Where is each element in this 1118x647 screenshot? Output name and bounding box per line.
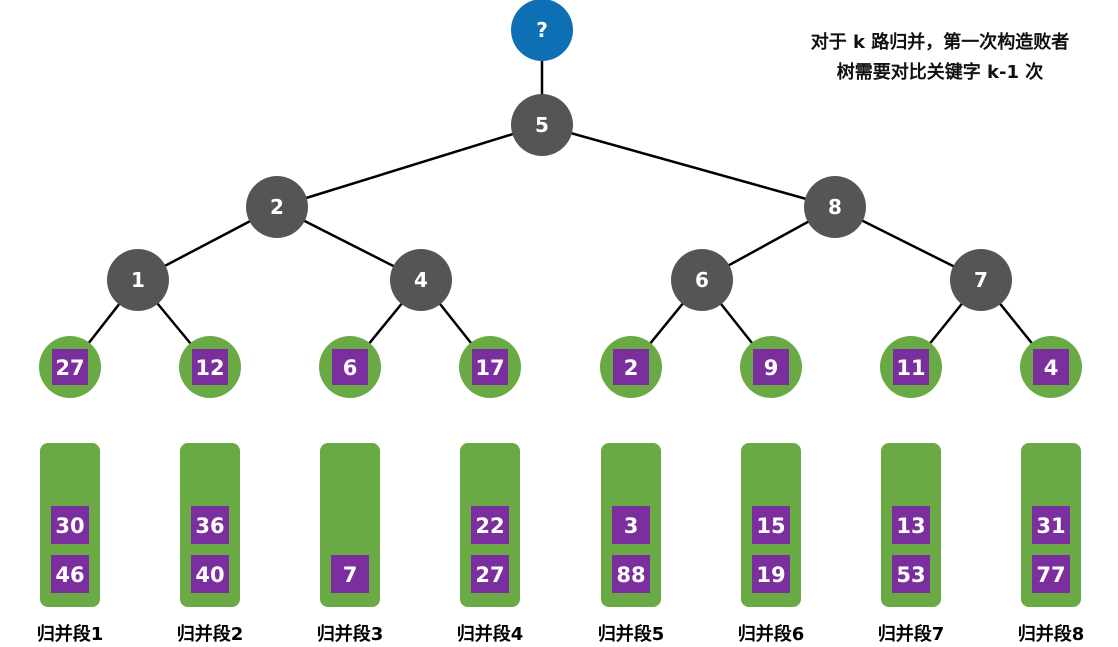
tree-node-label: 8 (828, 195, 842, 219)
segment-label: 归并段8 (1018, 623, 1085, 645)
segment-key-box (1032, 555, 1070, 593)
segment-key-box (471, 506, 509, 544)
merge-segments: 30 46 归并段1 36 40 归并段2 7 归并段3 22 27 归并段4 3 88 归并段5 15 19… (37, 443, 1085, 645)
segment-label: 归并段2 (177, 623, 244, 645)
leaf-key-box (192, 349, 228, 385)
segment-key: 31 (1036, 514, 1065, 538)
segment-key-box (191, 506, 229, 544)
root-node (511, 0, 573, 61)
tree-node (950, 249, 1012, 311)
segment-key-box (612, 506, 650, 544)
segment-key-box (752, 555, 790, 593)
segment-key: 13 (896, 514, 925, 538)
segment-label: 归并段6 (738, 623, 805, 645)
tree-node (804, 176, 866, 238)
segment-key: 88 (616, 563, 645, 587)
tree-node (246, 176, 308, 238)
tree-node (511, 94, 573, 156)
leaf-key: 17 (475, 356, 504, 380)
leaf-key: 9 (764, 356, 779, 380)
segment-label: 归并段4 (457, 623, 524, 645)
segment-key: 19 (756, 563, 785, 587)
segment-key: 36 (195, 514, 224, 538)
segment-key: 77 (1036, 563, 1065, 587)
segment-key-box (612, 555, 650, 593)
segment-key: 46 (55, 563, 84, 587)
segment-key-box (892, 506, 930, 544)
segment-key-box (51, 555, 89, 593)
leaf-key: 2 (624, 356, 639, 380)
segment-label: 归并段5 (598, 623, 665, 645)
tree-node (107, 249, 169, 311)
segment-key-box (892, 555, 930, 593)
leaf-key: 4 (1044, 356, 1059, 380)
segment-label: 归并段3 (317, 623, 384, 645)
segment-key: 15 (756, 514, 785, 538)
leaf-key-box (332, 349, 368, 385)
leaf-key-box (753, 349, 789, 385)
segment-key-box (752, 506, 790, 544)
segment-key: 3 (624, 514, 639, 538)
tree-node (390, 249, 452, 311)
leaf-key-box (613, 349, 649, 385)
segment-key-box (51, 506, 89, 544)
tree-node-label: 7 (974, 268, 988, 292)
leaf-key-box (893, 349, 929, 385)
segment-key: 7 (343, 563, 358, 587)
segment-key: 30 (55, 514, 84, 538)
tree-node-label: 5 (535, 113, 549, 137)
annotation-note: 对于 k 路归并，第一次构造败者 树需要对比关键字 k-1 次 (770, 28, 1110, 88)
segment-label: 归并段1 (37, 623, 104, 645)
leaf-key: 11 (896, 356, 925, 380)
tree-node-label: 4 (414, 268, 428, 292)
segment-label: 归并段7 (878, 623, 945, 645)
segment-key: 22 (475, 514, 504, 538)
segment-key: 27 (475, 563, 504, 587)
leaf-key: 12 (195, 356, 224, 380)
segment-key-box (1032, 506, 1070, 544)
edge (276, 123, 543, 209)
segment-key-box (331, 555, 369, 593)
segment-key-box (191, 555, 229, 593)
segment-key-box (471, 555, 509, 593)
root-label: ? (536, 18, 548, 42)
leaf-key-box (472, 349, 508, 385)
leaf-key: 27 (55, 356, 84, 380)
leaf-key: 6 (343, 356, 358, 380)
leaf-key-box (52, 349, 88, 385)
segment-key: 53 (896, 563, 925, 587)
tree-node-label: 6 (695, 268, 709, 292)
tree-node-label: 2 (270, 195, 284, 219)
edge (541, 123, 836, 209)
tree-node-label: 1 (131, 268, 145, 292)
note-line-2: 树需要对比关键字 k-1 次 (836, 62, 1044, 83)
note-line-1: 对于 k 路归并，第一次构造败者 (810, 32, 1070, 53)
segment-key: 40 (195, 563, 224, 587)
tree-node (671, 249, 733, 311)
leaf-key-box (1033, 349, 1069, 385)
